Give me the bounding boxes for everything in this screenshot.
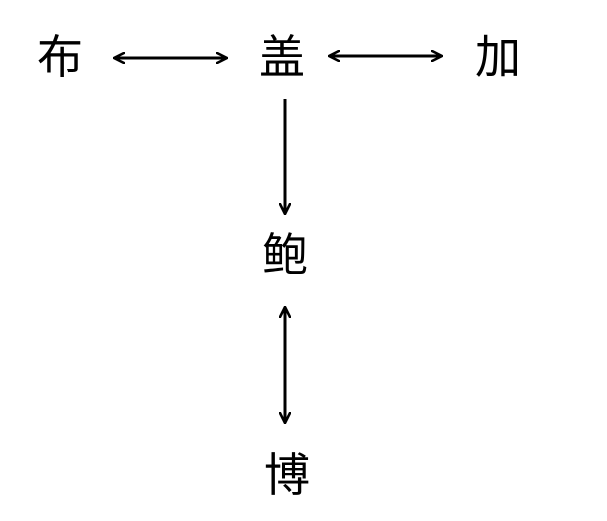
node-gai: 盖 bbox=[259, 30, 305, 84]
node-jia: 加 bbox=[475, 30, 521, 84]
node-bo: 博 bbox=[264, 448, 310, 502]
node-bao: 鲍 bbox=[262, 228, 308, 282]
node-bu: 布 bbox=[37, 30, 83, 84]
